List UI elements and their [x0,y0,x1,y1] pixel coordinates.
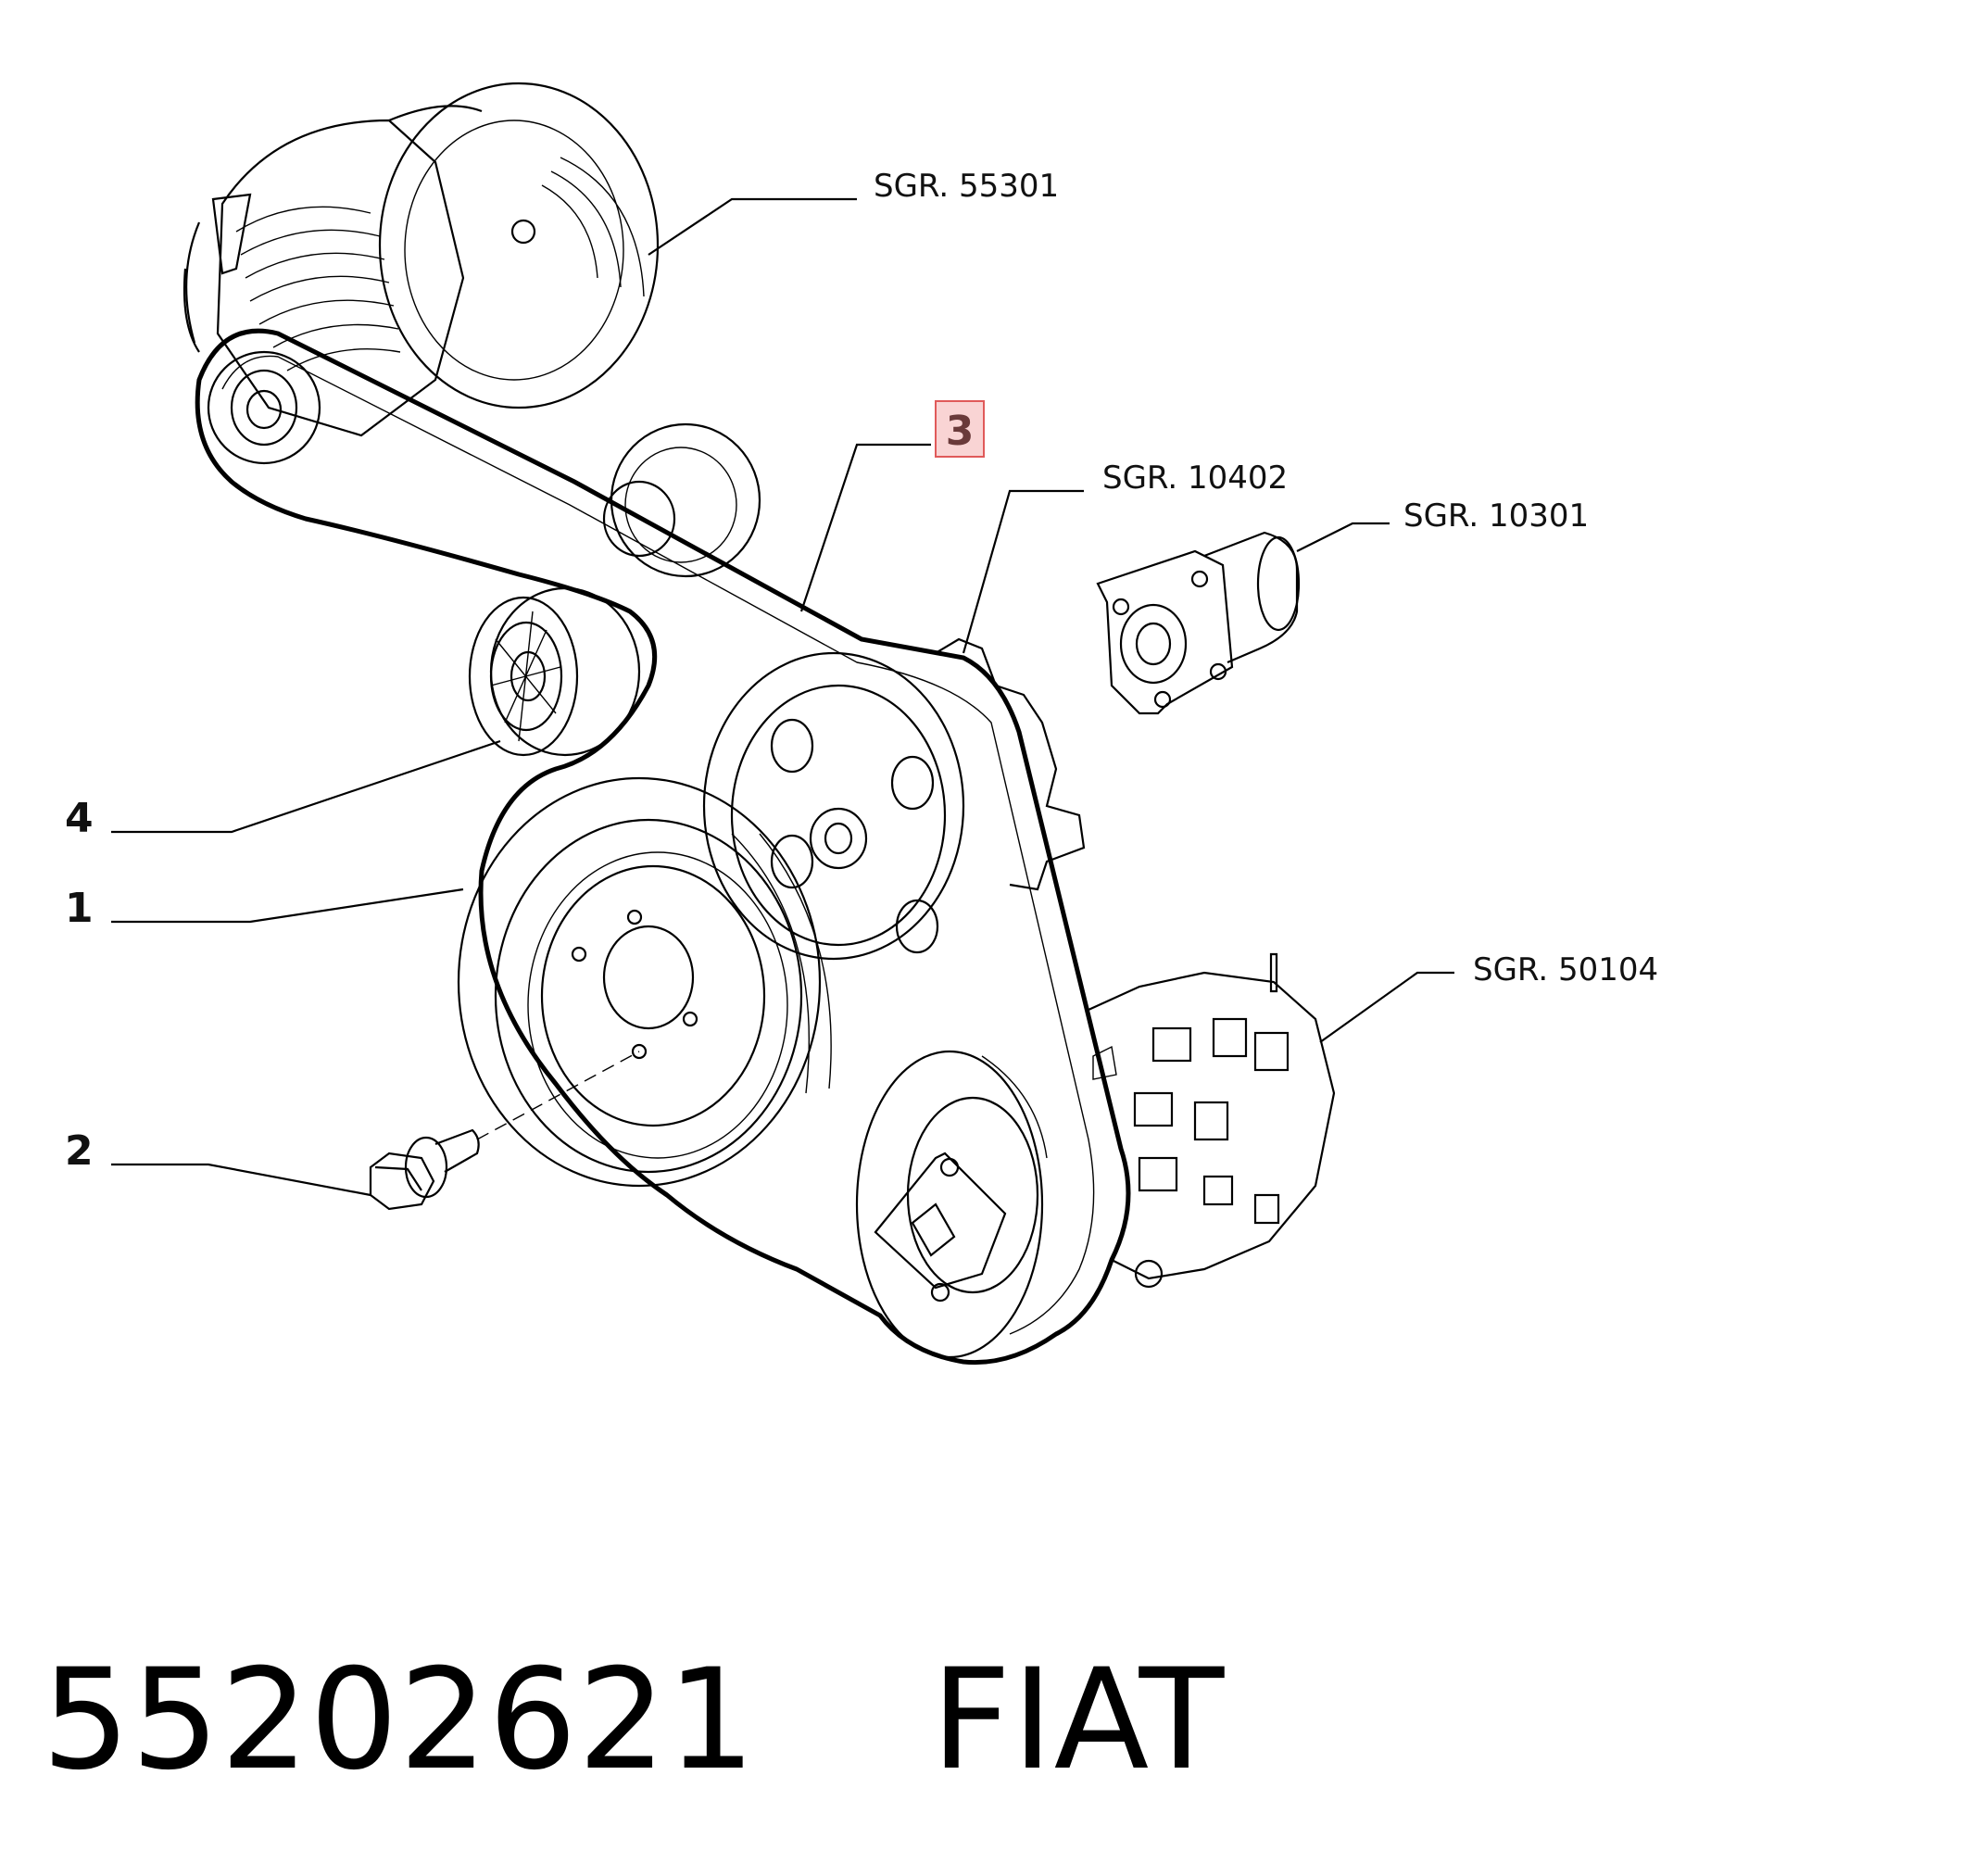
callout-sgr-55301: SGR. 55301 [874,168,1059,205]
leader-sgr-55301 [648,197,857,256]
throttle-body-drawing [1096,531,1301,715]
leader-lines [111,197,1454,1197]
part-label-3: 3 [946,408,975,455]
tensioner-pulley [468,586,641,757]
leader-part-2 [111,1163,371,1197]
part-number: 55202621 [42,1640,757,1801]
alternator-pulley [207,350,321,465]
crankshaft-pulley [457,776,832,1188]
part-label-1: 1 [65,885,94,932]
pulley-bolt [369,1051,640,1211]
leader-sgr-10402 [962,489,1084,654]
brand-name: FIAT [931,1640,1226,1801]
leader-sgr-10301 [1296,522,1390,552]
leader-sgr-50104 [1319,971,1454,1043]
water-pump-pulley [702,651,965,961]
belt-drive-diagram: SGR. 55301 SGR. 10402 SGR. 10301 SGR. 50… [65,82,1658,1366]
part-3-highlight-box [935,400,985,458]
leader-part-4 [111,739,501,834]
leader-part-3 [799,443,931,612]
callout-sgr-50104: SGR. 50104 [1473,951,1658,988]
callout-sgr-10402: SGR. 10402 [1102,459,1288,497]
alternator-drawing [182,82,660,437]
part-label-2: 2 [65,1127,94,1175]
callout-sgr-10301: SGR. 10301 [1403,497,1589,535]
ac-compressor-pulley [855,1050,1048,1359]
part-label-4: 4 [65,795,94,842]
injection-pump-drawing [1088,952,1336,1289]
leader-part-1 [111,887,464,924]
upper-idler-pulley [602,422,761,578]
poly-v-belt [195,328,1131,1366]
timing-gear [935,637,1086,891]
part-number-footer: 55202621 FIAT [42,1640,1225,1801]
